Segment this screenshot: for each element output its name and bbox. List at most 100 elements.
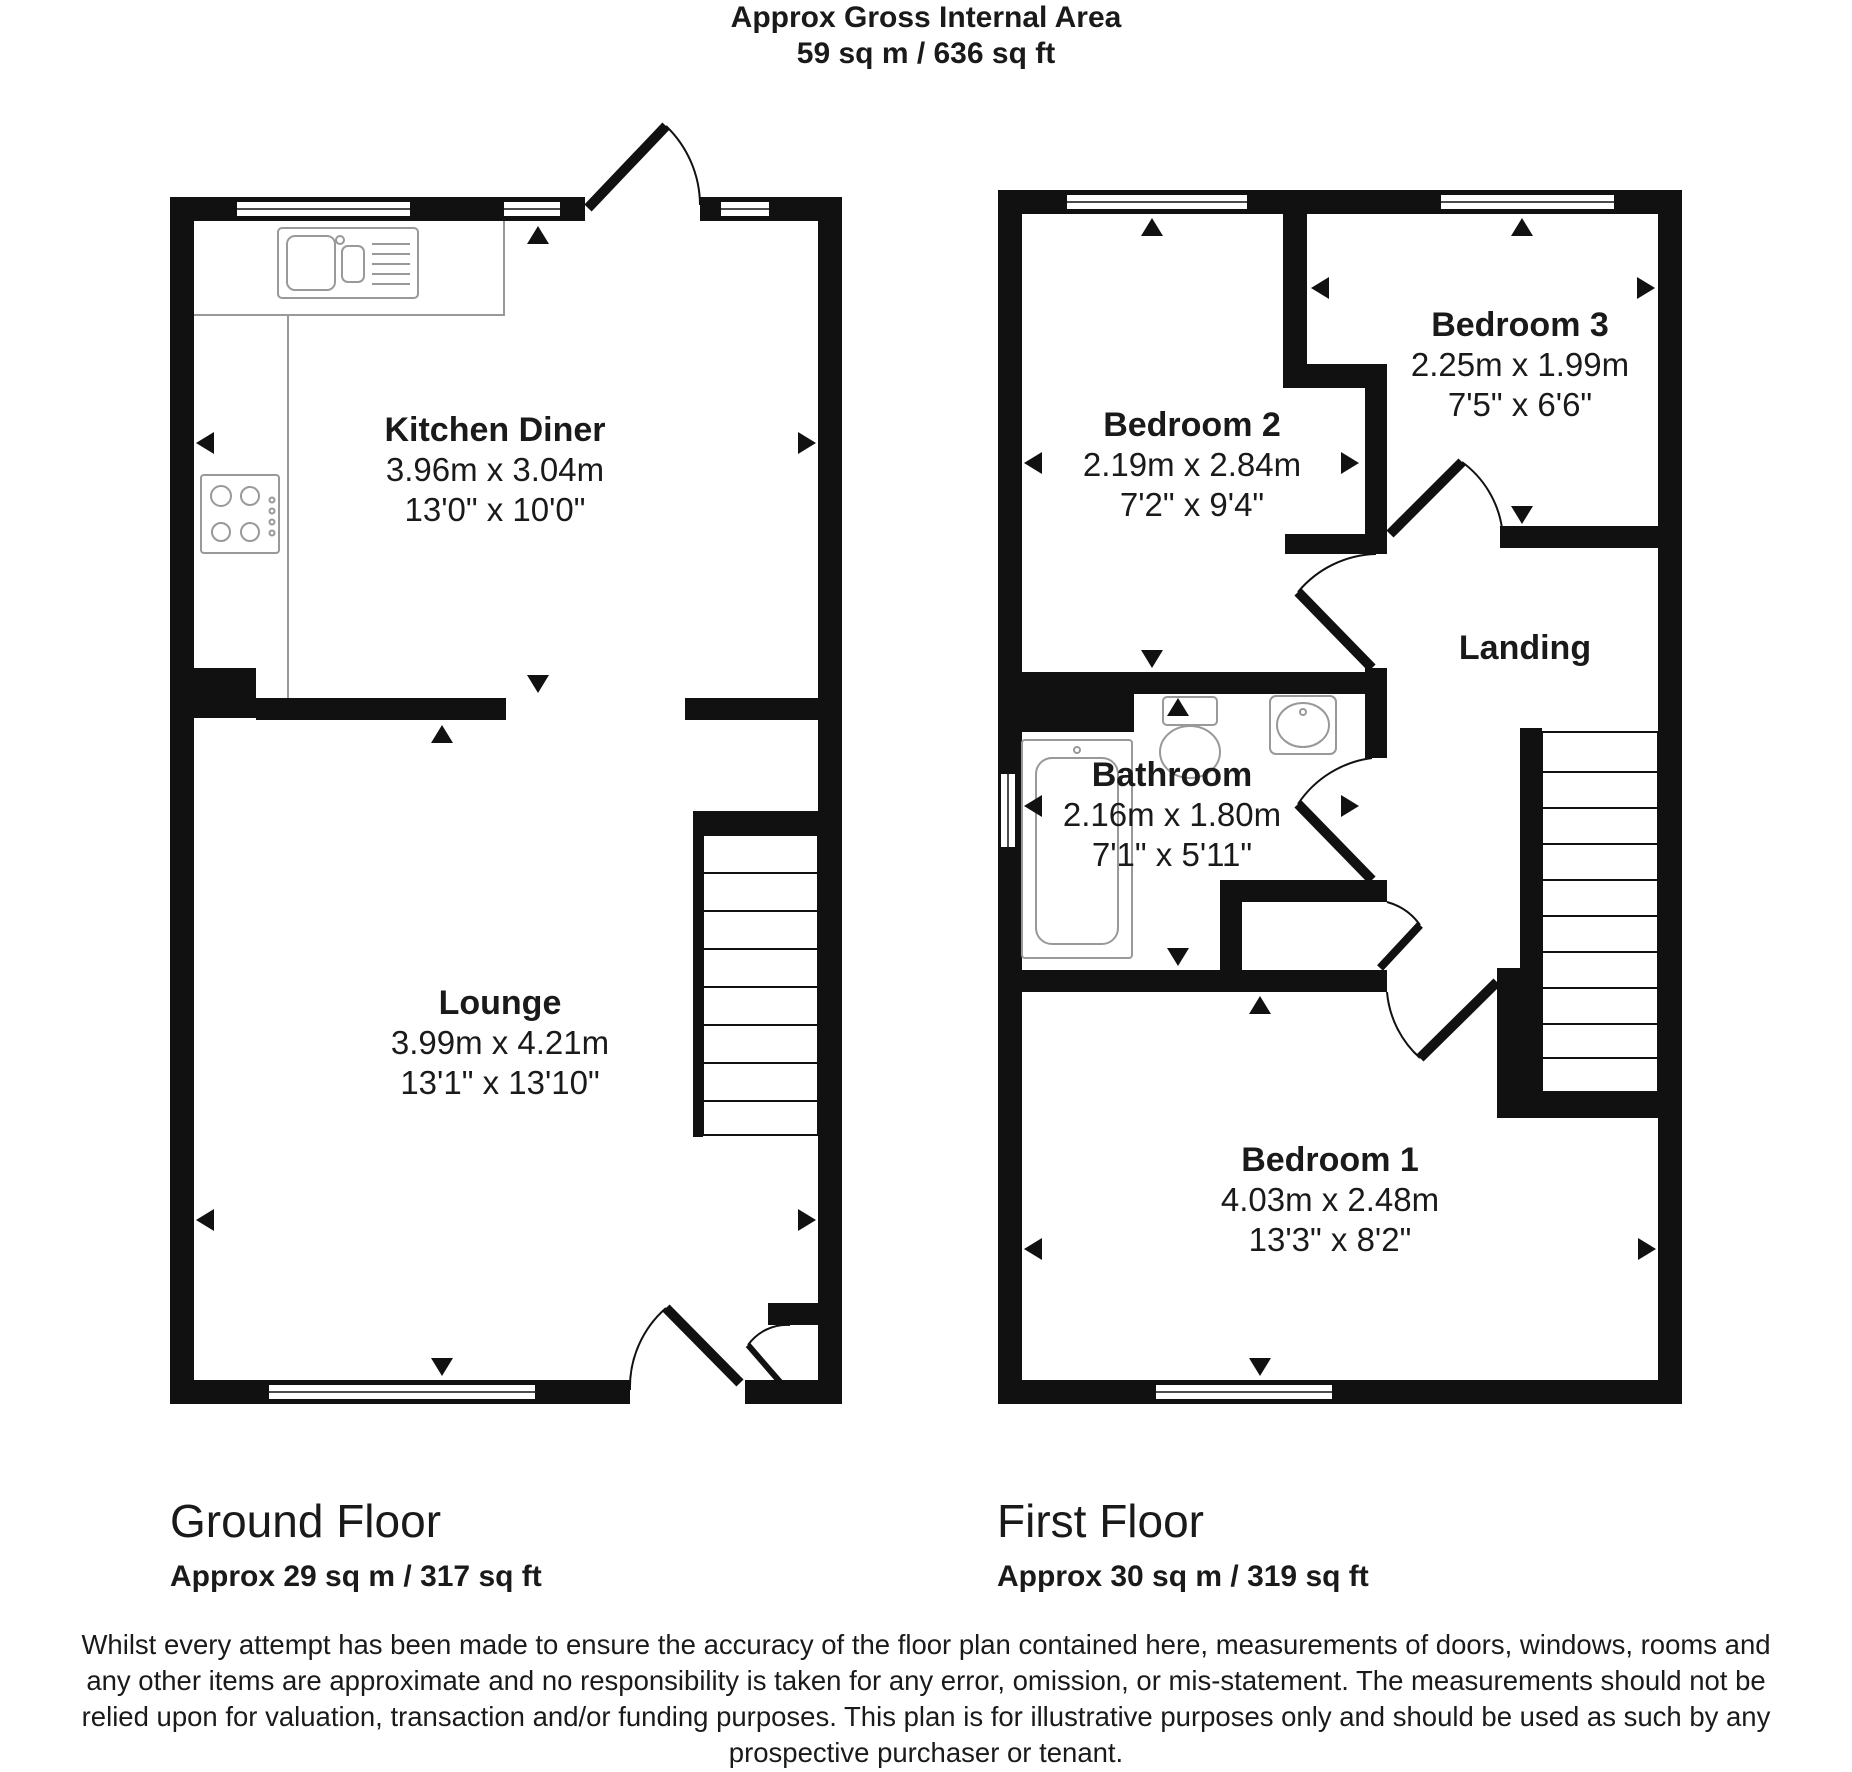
arrow-bed1-left bbox=[1024, 1238, 1042, 1260]
ground-wall-left bbox=[170, 197, 194, 1404]
arrow-bed1-top bbox=[1249, 996, 1271, 1014]
arrow-lounge-top bbox=[431, 725, 453, 743]
front-door-swing bbox=[628, 1307, 667, 1391]
arrow-kitchen-top bbox=[527, 226, 549, 244]
ground-wall-right bbox=[818, 197, 842, 1404]
cupboard-door-swing bbox=[747, 1323, 791, 1346]
arrow-bed3-left bbox=[1311, 277, 1329, 299]
bed2-bed3-wall bbox=[1283, 214, 1307, 374]
cupboard-left-wall bbox=[1220, 880, 1242, 973]
room-name: Bedroom 2 bbox=[1103, 406, 1281, 444]
room-label-lounge: Lounge 3.99m x 4.21m 13'1" x 13'10" bbox=[300, 983, 700, 1103]
bed1-door-leaf bbox=[1416, 978, 1501, 1062]
room-name: Bedroom 3 bbox=[1431, 306, 1609, 344]
arrow-bath-right bbox=[1341, 795, 1359, 817]
arrow-kitchen-bottom bbox=[527, 675, 549, 693]
front-door-leaf bbox=[662, 1304, 744, 1387]
lounge-staircase bbox=[702, 834, 819, 1136]
cupboard-door-leaf bbox=[745, 1343, 783, 1384]
bed2-right-wall bbox=[1365, 364, 1387, 554]
bed3-bottom-wall bbox=[1500, 526, 1658, 548]
arrow-bed2-top bbox=[1141, 218, 1163, 236]
first-wall-right bbox=[1658, 190, 1682, 1404]
bed2-door-leaf bbox=[1294, 588, 1376, 672]
bath-corner-block bbox=[1022, 672, 1134, 732]
room-label-bathroom: Bathroom 2.16m x 1.80m 7'1" x 5'11" bbox=[972, 755, 1372, 875]
bed1-door-swing bbox=[1386, 991, 1421, 1059]
room-name: Lounge bbox=[438, 984, 562, 1022]
ground-doors bbox=[584, 122, 791, 1391]
arrow-kitchen-right bbox=[798, 432, 816, 454]
first-window-glazing bbox=[1007, 201, 1615, 1393]
room-label-bedroom-3: Bedroom 3 2.25m x 1.99m 7'5" x 6'6" bbox=[1320, 305, 1720, 425]
landing-staircase bbox=[1541, 731, 1659, 1093]
hob-icon bbox=[200, 474, 280, 554]
arrow-bed3-top bbox=[1511, 218, 1533, 236]
room-name: Landing bbox=[1458, 629, 1592, 667]
arrow-bed2-bottom bbox=[1141, 650, 1163, 668]
bath-door-swing bbox=[1297, 757, 1373, 805]
first-floor-plan bbox=[998, 190, 1682, 1404]
arrow-bath-bottom bbox=[1167, 948, 1189, 966]
cupboard-door-swing-first bbox=[1386, 901, 1421, 926]
cupboard-wall bbox=[768, 1303, 818, 1325]
room-metric: 4.03m x 2.48m bbox=[1220, 1181, 1440, 1218]
ground-floor-title: Ground Floor bbox=[170, 1495, 442, 1547]
disclaimer-line: prospective purchaser or tenant. bbox=[728, 1737, 1124, 1768]
bed3-door-leaf bbox=[1386, 458, 1466, 538]
disclaimer-line: any other items are approximate and no r… bbox=[86, 1665, 1766, 1696]
back-door-leaf bbox=[584, 122, 670, 212]
arrow-lounge-left bbox=[196, 1209, 214, 1231]
first-dimension-arrows bbox=[1024, 218, 1656, 1376]
room-metric: 3.99m x 4.21m bbox=[390, 1024, 610, 1061]
room-metric: 2.16m x 1.80m bbox=[1062, 796, 1282, 833]
room-label-bedroom-1: Bedroom 1 4.03m x 2.48m 13'3" x 8'2" bbox=[1130, 1140, 1530, 1260]
room-metric: 2.19m x 2.84m bbox=[1082, 446, 1302, 483]
ground-windows bbox=[235, 200, 771, 1401]
arrow-lounge-bottom bbox=[431, 1358, 453, 1376]
room-imperial: 7'1" x 5'11" bbox=[1091, 836, 1253, 873]
arrow-bed2-right bbox=[1341, 452, 1359, 474]
bed2-door-swing bbox=[1297, 553, 1377, 593]
room-imperial: 7'2" x 9'4" bbox=[1119, 486, 1265, 523]
bath-door-leaf bbox=[1294, 800, 1376, 884]
room-name: Bathroom bbox=[1091, 756, 1253, 794]
ground-internal-wall-right bbox=[685, 698, 818, 720]
arrow-kitchen-left bbox=[196, 432, 214, 454]
arrow-bath-top bbox=[1167, 698, 1189, 716]
ground-window-glazing bbox=[236, 208, 770, 1393]
first-wall-bottom bbox=[998, 1380, 1682, 1404]
room-imperial: 13'3" x 8'2" bbox=[1248, 1221, 1412, 1258]
ground-floor-plan bbox=[170, 197, 842, 1404]
sink-icon bbox=[277, 227, 419, 299]
arrow-bed2-left bbox=[1024, 452, 1042, 474]
bed3-door-swing bbox=[1461, 461, 1503, 529]
ground-dimension-arrows bbox=[196, 226, 816, 1376]
ground-wall-bottom-right bbox=[745, 1380, 842, 1404]
room-imperial: 13'1" x 13'10" bbox=[400, 1064, 600, 1101]
room-imperial: 7'5" x 6'6" bbox=[1447, 386, 1593, 423]
landing-stair-side bbox=[1520, 728, 1542, 1118]
room-metric: 2.25m x 1.99m bbox=[1410, 346, 1630, 383]
arrow-bed3-bottom bbox=[1511, 506, 1533, 524]
room-name: Bedroom 1 bbox=[1241, 1141, 1419, 1179]
room-metric: 3.96m x 3.04m bbox=[385, 451, 605, 488]
stair-wall-top bbox=[693, 811, 818, 835]
kitchen-worktop bbox=[194, 221, 505, 698]
arrow-bath-left bbox=[1024, 795, 1042, 817]
ground-internal-wall-left bbox=[194, 668, 256, 718]
ground-floor-area: Approx 29 sq m / 317 sq ft bbox=[170, 1560, 542, 1593]
disclaimer: Whilst every attempt has been made to en… bbox=[0, 1627, 1852, 1771]
first-doors bbox=[1294, 458, 1503, 1062]
toilet-icon bbox=[1159, 696, 1221, 779]
room-label-bedroom-2: Bedroom 2 2.19m x 2.84m 7'2" x 9'4" bbox=[992, 405, 1392, 525]
arrow-lounge-right bbox=[798, 1209, 816, 1231]
bath-bed1-wall bbox=[1022, 970, 1387, 992]
back-door-swing bbox=[665, 125, 701, 206]
gross-area-header: Approx Gross Internal Area 59 sq m / 636… bbox=[0, 0, 1852, 72]
room-label-kitchen-diner: Kitchen Diner 3.96m x 3.04m 13'0" x 10'0… bbox=[295, 410, 695, 530]
disclaimer-line: relied upon for valuation, transaction a… bbox=[81, 1701, 1771, 1732]
bed2-right-stub bbox=[1285, 534, 1387, 554]
first-floor-area: Approx 30 sq m / 319 sq ft bbox=[997, 1560, 1369, 1593]
